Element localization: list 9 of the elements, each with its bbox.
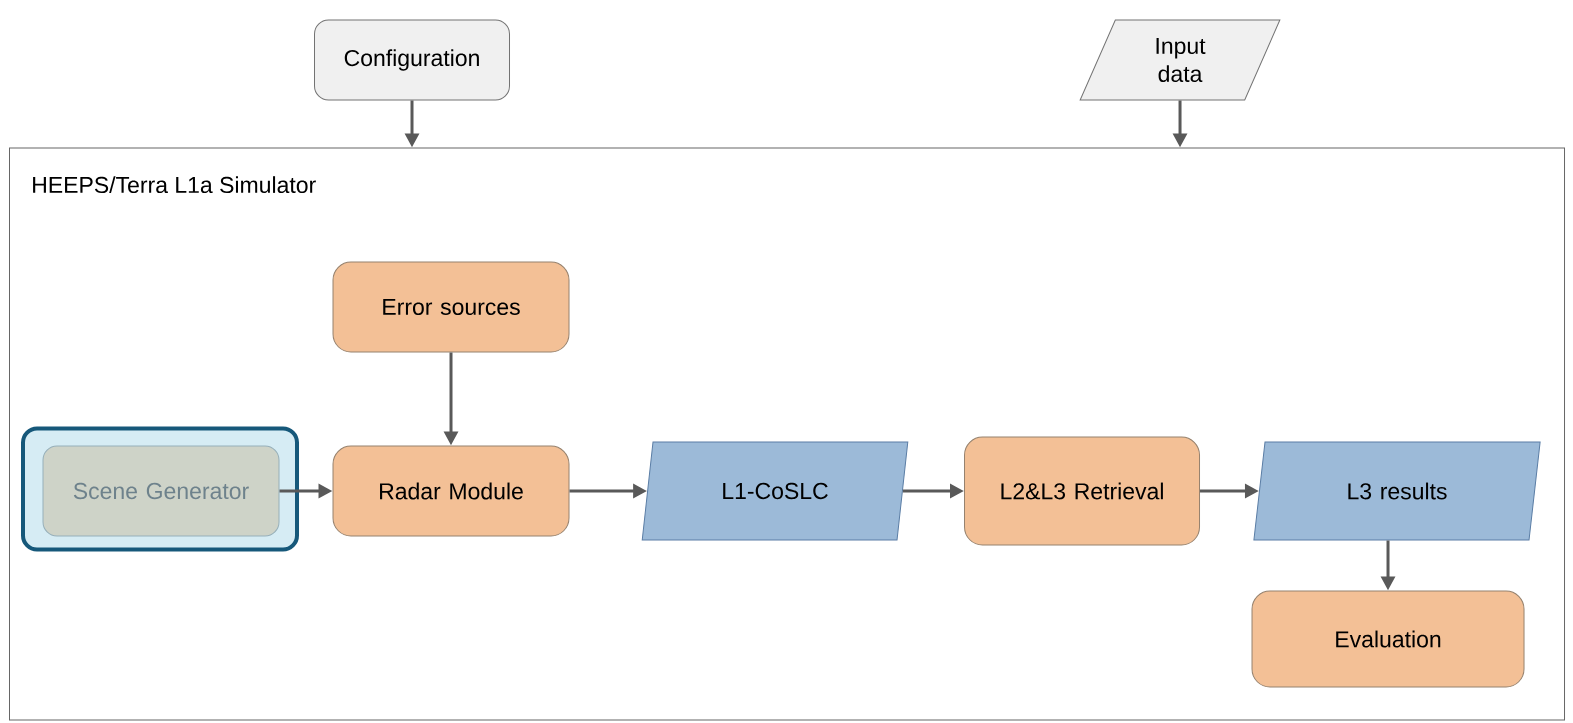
data-parallelogram: Input data	[1079, 19, 1281, 101]
process-box: Configuration	[314, 19, 510, 101]
process-box: Error sources	[332, 261, 570, 353]
process-box: L2&L3 Retrieval	[964, 436, 1200, 546]
data-parallelogram: L1-CoSLC	[641, 441, 909, 541]
process-box: Radar Module	[332, 445, 570, 537]
process-box: Scene Generator	[42, 445, 280, 537]
data-parallelogram: L3 results	[1253, 441, 1541, 541]
process-box: Evaluation	[1251, 590, 1525, 688]
